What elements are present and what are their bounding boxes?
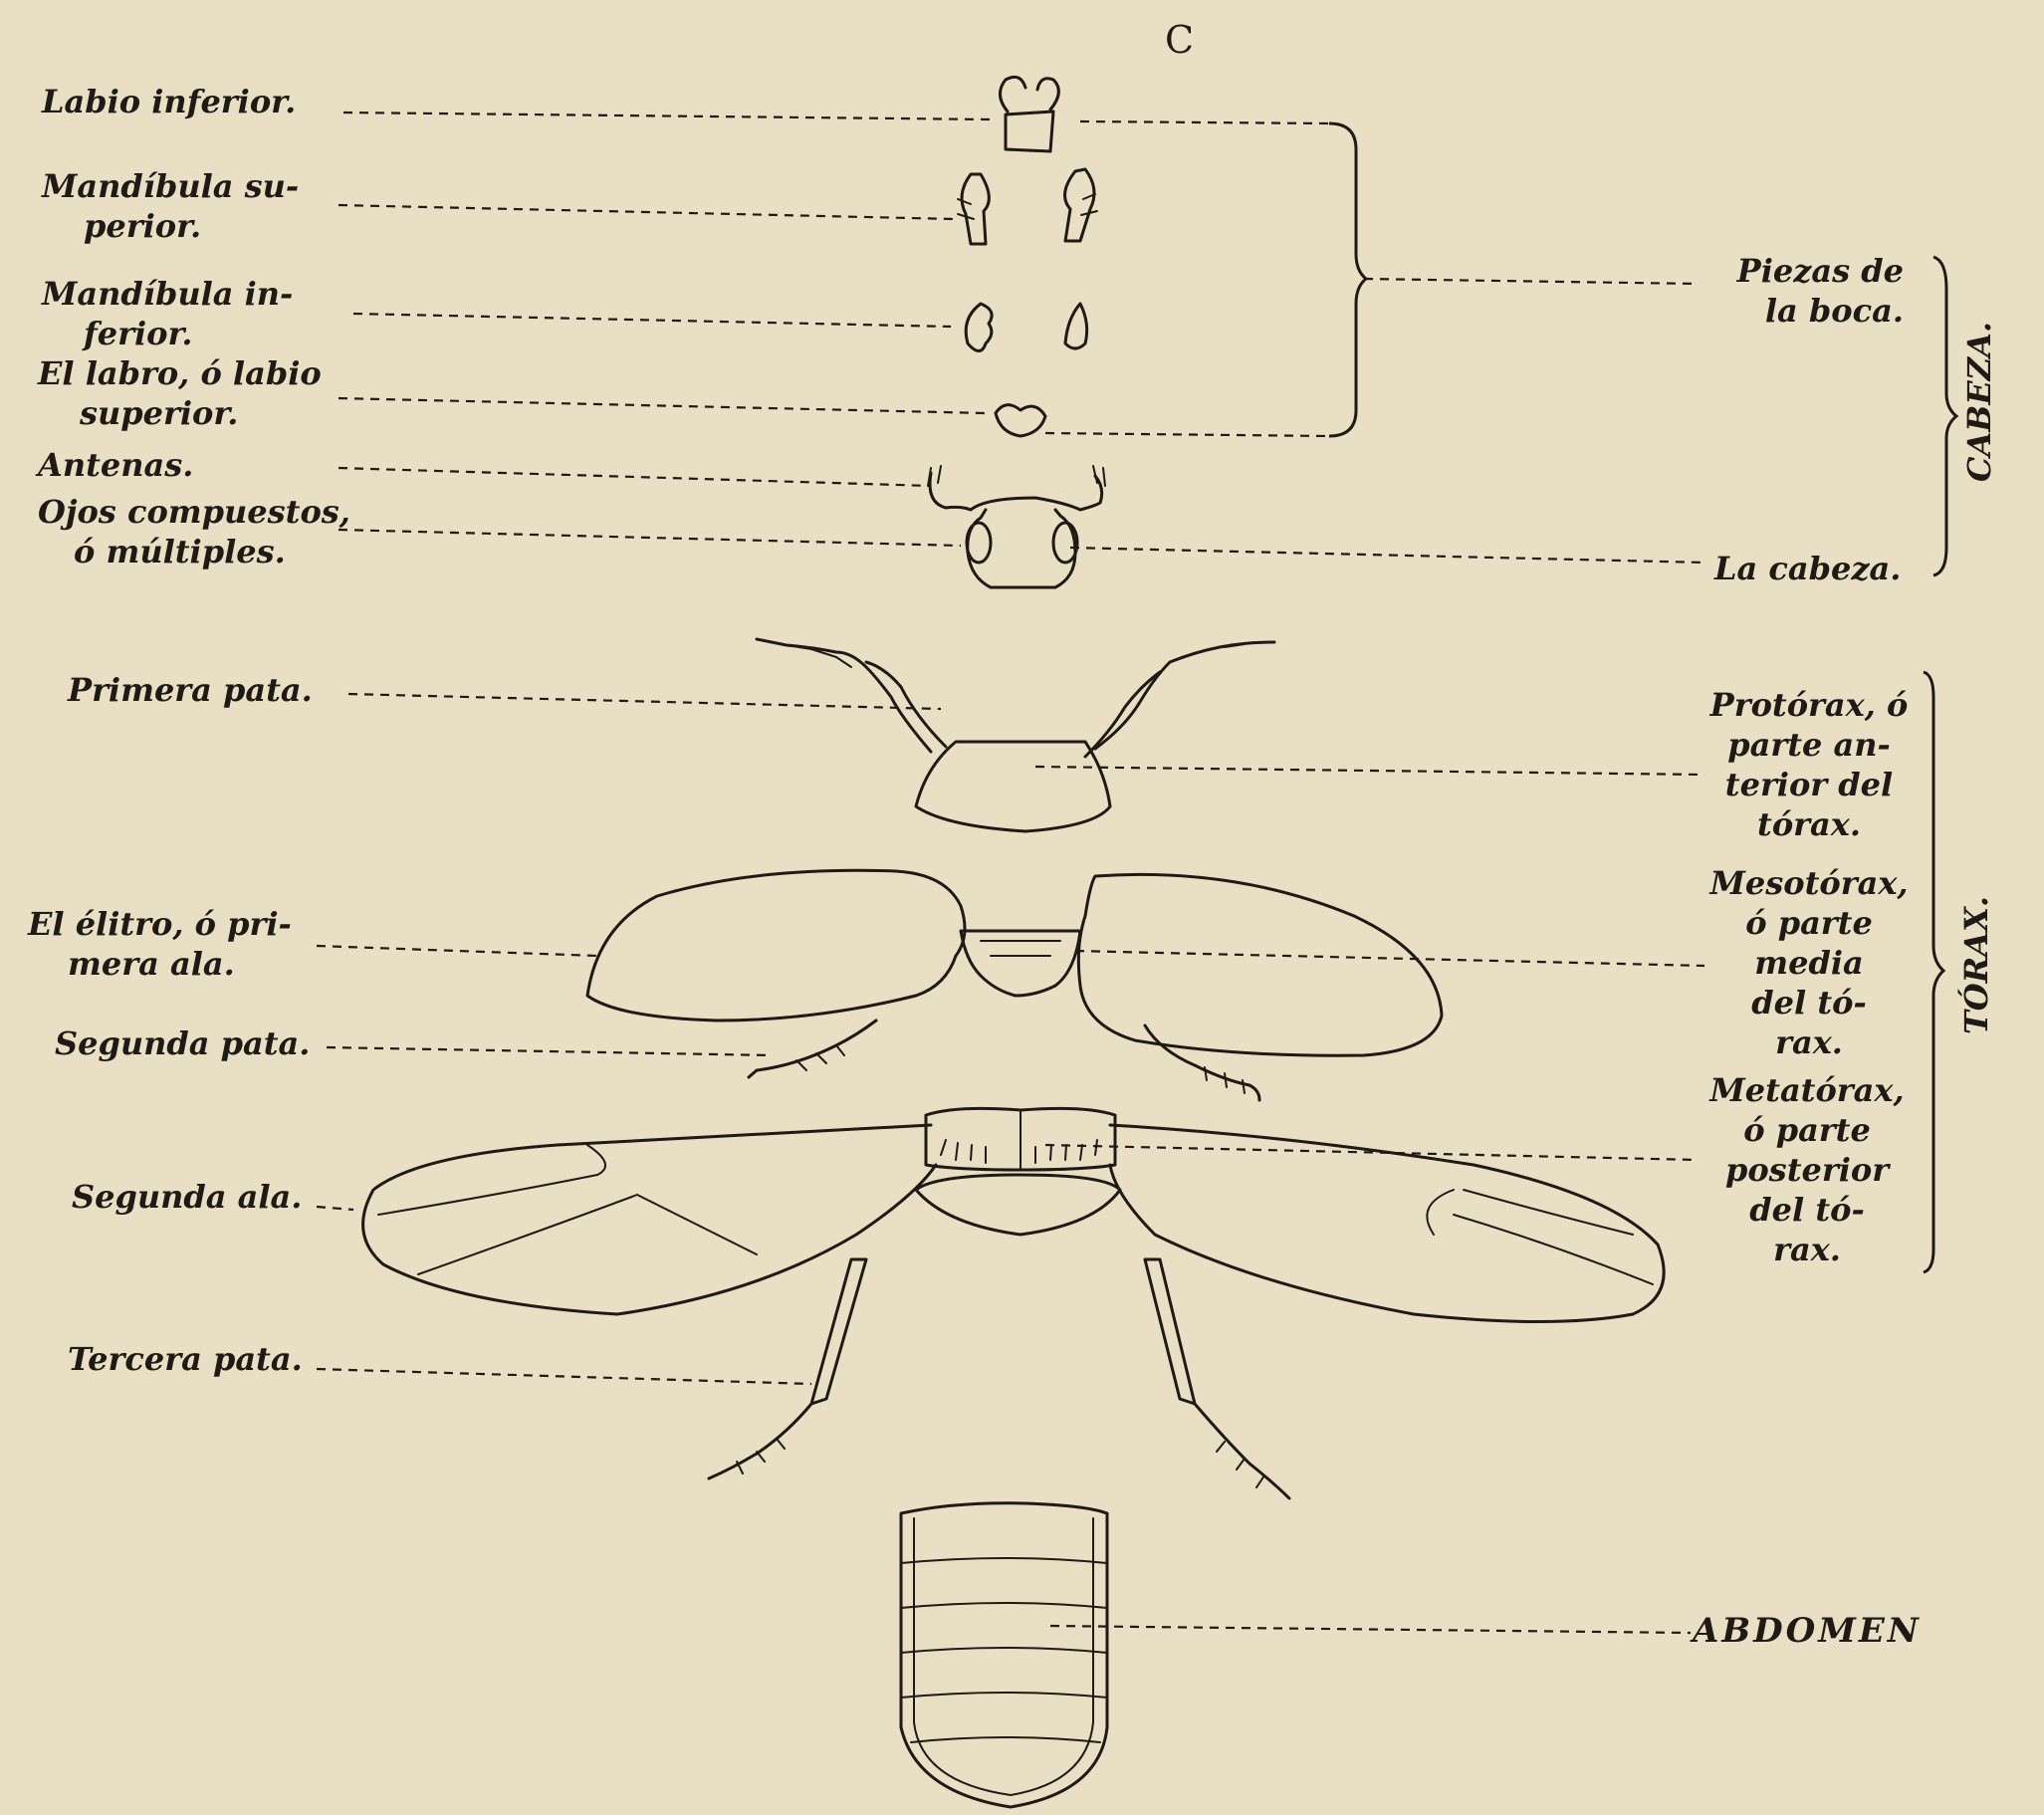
figure-letter: C — [1165, 18, 1194, 62]
label-piezas-de-la-boca: Piezas de la boca. — [1704, 251, 1904, 331]
tercera-pata-drawing — [709, 1259, 1289, 1498]
label-labio-inferior: Labio inferior. — [42, 82, 296, 121]
torax-brace — [1924, 672, 1943, 1272]
mandibula-superior-drawing — [958, 169, 1097, 244]
label-tercera-pata: Tercera pata. — [68, 1339, 303, 1379]
labro-drawing — [996, 405, 1045, 436]
segunda-ala-drawing — [363, 1108, 1665, 1321]
protorax-drawing — [757, 639, 1274, 831]
label-mandibula-superior: Mandíbula su- perior. — [42, 166, 299, 246]
label-abdomen: ABDOMEN — [1693, 1611, 1922, 1651]
head-drawing — [928, 466, 1105, 587]
label-protorax: Protórax, ó parte an- terior del tórax. — [1704, 685, 1914, 844]
abdomen-drawing — [901, 1503, 1107, 1807]
label-mesotorax: Mesotórax, ó parte media del tó- rax. — [1704, 863, 1914, 1062]
label-segunda-ala: Segunda ala. — [72, 1177, 302, 1217]
label-primera-pata: Primera pata. — [68, 670, 313, 710]
labio-inferior-drawing — [1000, 77, 1058, 151]
label-segunda-pata: Segunda pata. — [55, 1023, 310, 1063]
group-label-torax: TÓRAX. — [1957, 915, 1995, 1034]
label-antenas: Antenas. — [38, 445, 193, 485]
mandibula-inferior-drawing — [966, 304, 1086, 351]
label-metatorax: Metatórax, ó parte posterior del tó- rax… — [1698, 1070, 1917, 1269]
label-ojos-compuestos: Ojos compuestos, ó múltiples. — [38, 492, 350, 571]
group-label-cabeza: CABEZA. — [1960, 342, 1998, 482]
label-labro: El labro, ó labio superior. — [38, 353, 322, 433]
leader-lines — [317, 113, 1704, 1633]
mouthparts-bracket — [1329, 123, 1366, 436]
label-mandibula-inferior: Mandíbula in- ferior. — [42, 274, 293, 353]
segunda-pata-drawing — [749, 1021, 1259, 1100]
cabeza-brace — [1933, 257, 1956, 575]
elitro-drawing — [587, 870, 1442, 1055]
label-la-cabeza: La cabeza. — [1714, 549, 1901, 588]
label-elitro: El élitro, ó pri- mera ala. — [28, 904, 292, 984]
